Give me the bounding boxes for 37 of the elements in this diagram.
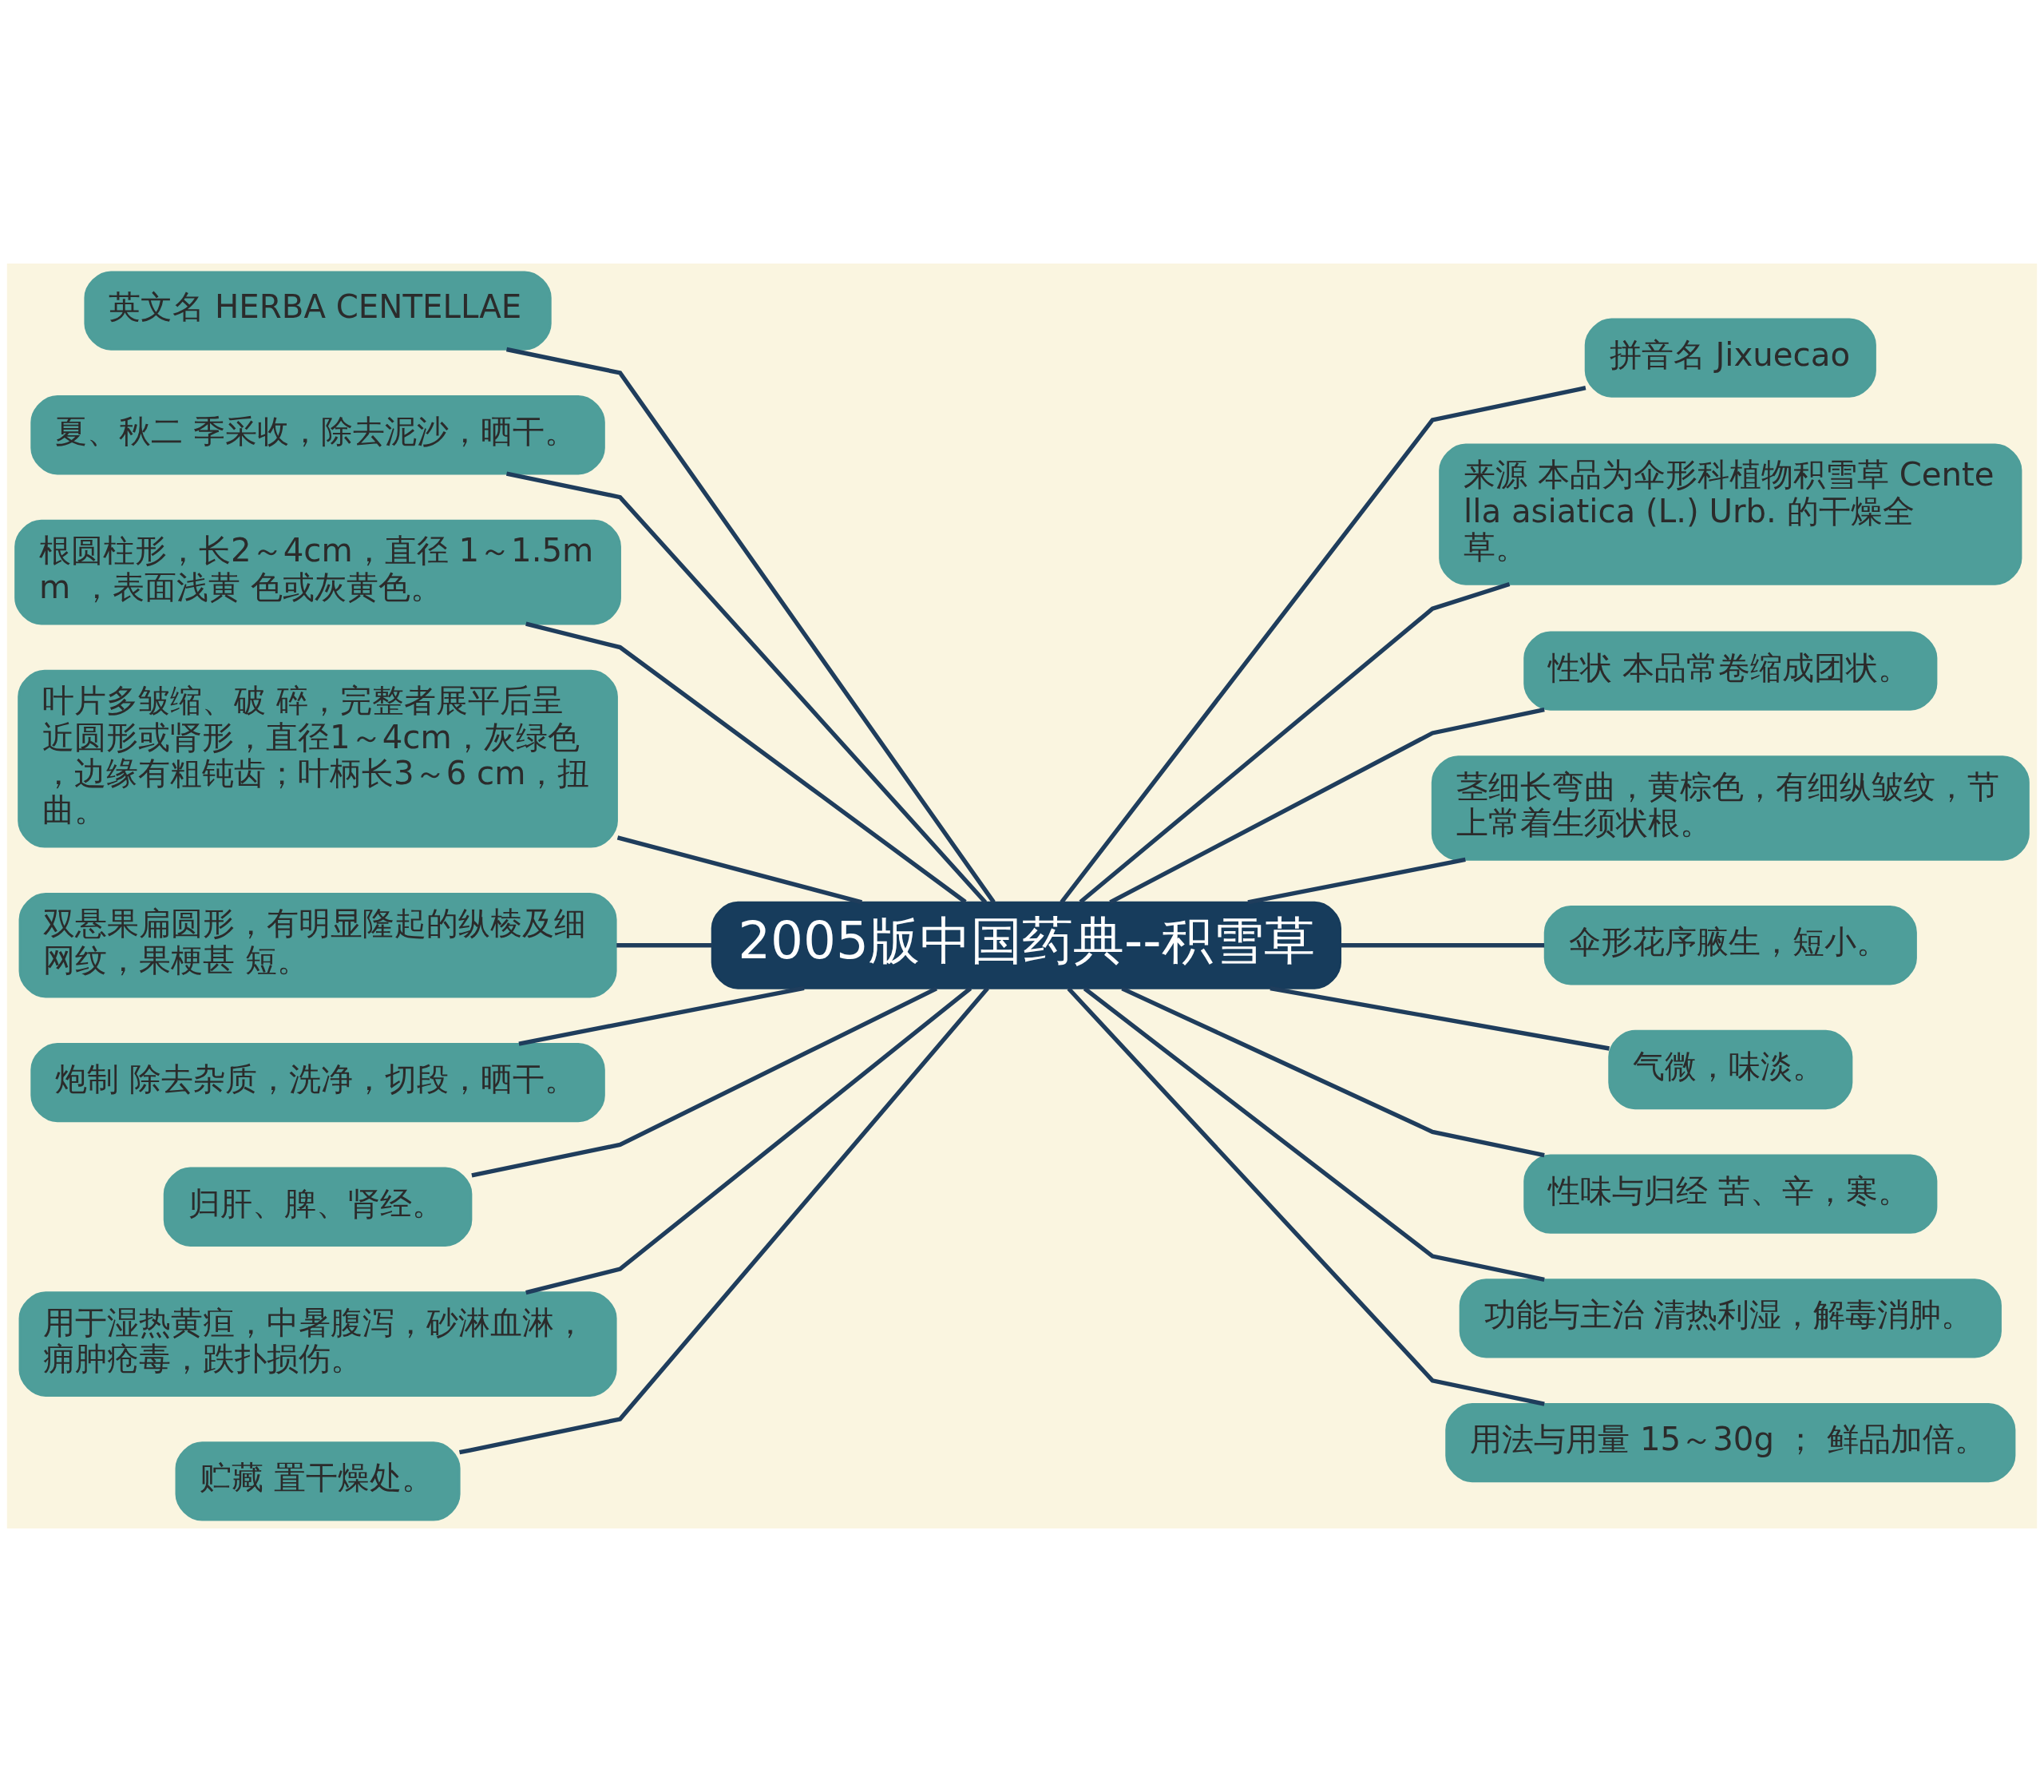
connector (525, 986, 972, 1295)
node-box: 夏、秋二 季采收，除去泥沙，晒干。 (30, 395, 605, 475)
connector (1340, 943, 1545, 948)
connector (505, 471, 988, 904)
connector (505, 347, 996, 904)
connector (1079, 581, 1511, 904)
node-box: 贮藏 置干燥处。 (175, 1441, 461, 1521)
connector (518, 985, 805, 1046)
connector (1060, 386, 1586, 904)
node-box: 叶片多皱缩、破 碎，完整者展平后呈近圆形或肾形，直径1～4cm，灰绿色，边缘有粗钝齿；叶柄长3～6 cm，扭曲。 (18, 669, 618, 848)
node-box: 英文名 HERBA CENTELLAE (84, 271, 552, 351)
node-box: 气微，味淡。 (1608, 1029, 1853, 1110)
node-box: 炮制 除去杂质，洗净，切段，晒干。 (30, 1042, 605, 1123)
connector (1067, 987, 1545, 1406)
connector (471, 986, 938, 1178)
node-box: 拼音名 Jixuecao (1584, 318, 1876, 398)
node-box: 伞形花序腋生，短小。 (1543, 906, 1917, 985)
connector (1109, 707, 1545, 905)
node-box: 用法与用量 15～30g ； 鲜品加倍。 (1445, 1402, 2016, 1483)
node-box: 功能与主治 清热利湿，解毒消肿。 (1459, 1279, 2002, 1358)
node-box: 茎细长弯曲，黄棕色，有细纵皱纹，节上常着生须状根。 (1431, 755, 2030, 861)
connector (1247, 857, 1466, 905)
connector (616, 835, 863, 905)
connector (1270, 985, 1610, 1051)
node-box: 双悬果扁圆形，有明显隆起的纵棱及细网纹，果梗甚 短。 (18, 893, 617, 998)
node-box: 根圆柱形，长2～4cm，直径 1～1.5mm ，表面浅黄 色或灰黄色。 (14, 519, 621, 625)
connector (616, 943, 712, 948)
node-box: 性味与归经 苦、辛，寒。 (1523, 1154, 1938, 1234)
node-box: 2005版中国药典--积雪草 (711, 901, 1341, 989)
node-box: 来源 本品为伞形科植物积雪草 Centella asiatica (L.) Urb. 的干燥全草。 (1439, 443, 2022, 585)
connector (525, 621, 967, 904)
node-box: 性状 本品常卷缩成团状。 (1523, 631, 1938, 711)
connector (1083, 986, 1545, 1283)
connector (458, 986, 989, 1455)
node-box: 归肝、脾、肾经。 (163, 1167, 473, 1247)
connector (1121, 986, 1545, 1158)
node-box: 用于湿热黄疸，中暑腹泻，砂淋血淋，痈肿疮毒，跌扑损伤。 (18, 1291, 617, 1397)
